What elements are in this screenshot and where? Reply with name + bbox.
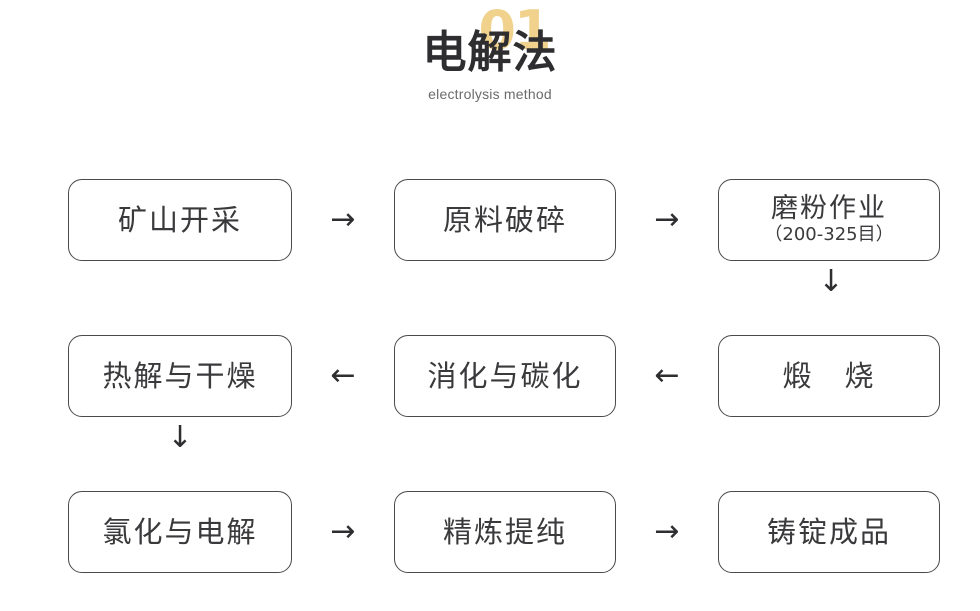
flow-row: 热解与干燥 ← 消化与碳化 ← 煅 烧 [68,335,944,417]
node-label: 煅 烧 [782,359,876,393]
process-flowchart: 矿山开采 → 原料破碎 → 磨粉作业 （200-325目） ↓ 热解与干燥 ← … [68,179,944,573]
process-node-calcination[interactable]: 煅 烧 [718,335,940,417]
page-title: 电解法 [422,27,558,78]
arrow-left-icon: ← [654,358,680,393]
arrow-left-icon: ← [330,358,356,393]
node-label: 消化与碳化 [427,359,583,393]
arrow-right-icon: → [654,202,680,237]
flow-row: 氯化与电解 → 精炼提纯 → 铸锭成品 [68,491,944,573]
node-sublabel: （200-325目） [764,224,894,245]
process-node-refining[interactable]: 精炼提纯 [394,491,616,573]
logo-block: 01 电解法 electrolysis method [360,4,620,114]
step-number: 01 [478,0,551,62]
node-label: 矿山开采 [117,203,242,237]
process-node-crushing[interactable]: 原料破碎 [394,179,616,261]
node-label: 热解与干燥 [102,359,258,393]
node-label: 铸锭成品 [766,515,891,549]
process-node-ingot-product[interactable]: 铸锭成品 [718,491,940,573]
arrow-right-icon: → [330,202,356,237]
node-label: 原料破碎 [442,203,567,237]
process-node-mining[interactable]: 矿山开采 [68,179,292,261]
arrow-down-icon: ↓ [818,264,844,299]
node-label: 磨粉作业 [771,193,887,224]
process-node-grinding[interactable]: 磨粉作业 （200-325目） [718,179,940,261]
flow-row: 矿山开采 → 原料破碎 → 磨粉作业 （200-325目） [68,179,944,261]
process-node-digestion-carbonation[interactable]: 消化与碳化 [394,335,616,417]
page-header: 01 电解法 electrolysis method [0,0,980,120]
process-node-pyrolysis-drying[interactable]: 热解与干燥 [68,335,292,417]
connector-row: ↓ [68,261,944,335]
node-label: 精炼提纯 [442,515,567,549]
arrow-right-icon: → [330,514,356,549]
arrow-right-icon: → [654,514,680,549]
page-subtitle: electrolysis method [428,86,552,102]
connector-row: ↓ [68,417,944,491]
arrow-down-icon: ↓ [167,420,193,455]
process-node-chlorination-electrolysis[interactable]: 氯化与电解 [68,491,292,573]
node-label: 氯化与电解 [102,515,258,549]
